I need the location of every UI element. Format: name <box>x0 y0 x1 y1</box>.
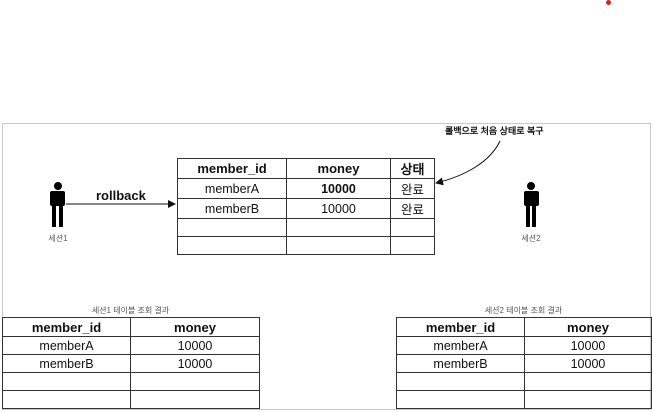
cell-money: 10000 <box>286 198 391 219</box>
cell-status <box>390 236 435 255</box>
cell-money <box>524 372 652 391</box>
cell-member-id: memberA <box>396 336 525 355</box>
person-icon-session2 <box>524 182 539 227</box>
cell-money: 10000 <box>524 354 652 373</box>
cell-money <box>524 390 652 409</box>
session1-label: 세션1 <box>48 234 68 243</box>
header-money: money <box>524 317 652 337</box>
table-row <box>177 236 435 255</box>
cell-member-id: memberA <box>2 336 131 355</box>
note-text: 롤백으로 처음 상태로 복구 <box>445 126 544 136</box>
header-member-id: member_id <box>177 158 287 179</box>
red-dot-marker <box>606 0 611 5</box>
header-member-id: member_id <box>2 317 131 337</box>
header-money: money <box>286 158 391 179</box>
session2-table-caption: 세션2 테이블 조회 결과 <box>484 306 563 315</box>
table-row: memberB 10000 <box>2 354 260 373</box>
table-row <box>2 390 260 409</box>
cell-member-id: memberB <box>396 354 525 373</box>
cell-member-id: memberB <box>2 354 131 373</box>
table-row: memberA 10000 <box>2 336 260 355</box>
cell-member-id <box>2 372 131 391</box>
cell-member-id <box>396 372 525 391</box>
cell-status: 완료 <box>390 178 435 199</box>
table-row: memberB 10000 <box>396 354 652 373</box>
cell-member-id <box>2 390 131 409</box>
header-member-id: member_id <box>396 317 525 337</box>
cell-money: 10000 <box>130 354 260 373</box>
session2-label: 세션2 <box>521 234 541 243</box>
session1-table: member_id money memberA 10000 memberB 10… <box>2 317 260 409</box>
cell-member-id <box>396 390 525 409</box>
cell-money <box>130 390 260 409</box>
rollback-label: rollback <box>96 188 146 203</box>
session2-table: member_id money memberA 10000 memberB 10… <box>396 317 652 409</box>
diagram-frame <box>2 123 651 410</box>
person-icon-session1 <box>50 182 65 227</box>
table-row: memberA 10000 <box>396 336 652 355</box>
header-money: money <box>130 317 260 337</box>
cell-status: 완료 <box>390 198 435 219</box>
table-row <box>2 372 260 391</box>
cell-money: 10000 <box>130 336 260 355</box>
cell-money <box>130 372 260 391</box>
cell-money: 10000 <box>524 336 652 355</box>
session1-table-caption: 세션1 테이블 조회 결과 <box>91 306 170 315</box>
table-row <box>396 372 652 391</box>
main-table: member_id money 상태 memberA 10000 완료 memb… <box>177 158 435 255</box>
note-arrow <box>435 140 501 186</box>
table-row <box>396 390 652 409</box>
